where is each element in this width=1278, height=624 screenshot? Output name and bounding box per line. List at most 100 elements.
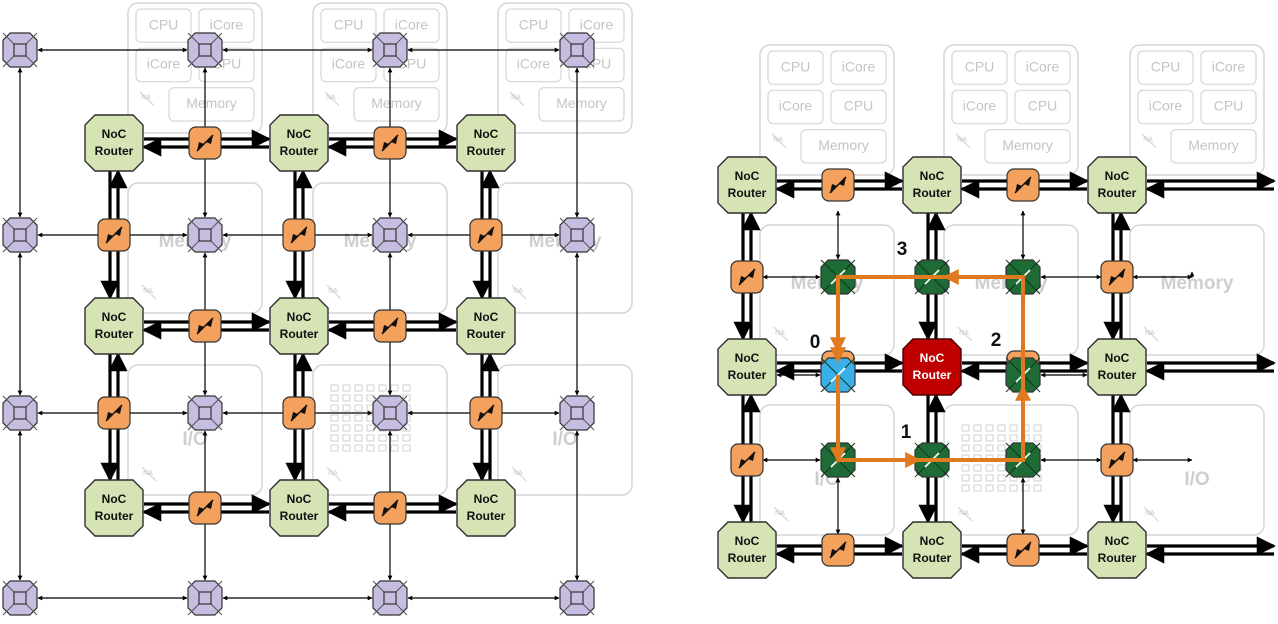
na-label: NA <box>143 288 153 295</box>
switch-line <box>105 226 123 244</box>
router-label-noc: NoC <box>474 127 499 141</box>
bus-switch-left <box>97 396 131 430</box>
logic-cell <box>997 444 1006 452</box>
bus-switch-right <box>1100 443 1134 477</box>
na-label: NA <box>328 470 338 477</box>
switch-core <box>13 43 27 57</box>
memory-label: Memory <box>1002 137 1053 153</box>
icore-label: iCore <box>332 56 366 72</box>
router-label-noc: NoC <box>474 492 499 506</box>
bus-switch-right <box>1006 533 1040 567</box>
logic-cell <box>366 394 375 402</box>
router-label-noc: NoC <box>474 310 499 324</box>
mesh-switch-left <box>2 580 38 616</box>
mesh-switch-left <box>2 32 38 68</box>
router-label-router: Router <box>95 509 134 523</box>
core-cell <box>1014 89 1071 125</box>
logic-cell <box>1009 424 1018 432</box>
logic-cell <box>961 434 970 442</box>
tile-port-link <box>1133 271 1195 278</box>
icore-label: iCore <box>1149 98 1183 114</box>
logic-cell <box>330 394 339 402</box>
router-label-noc: NoC <box>102 492 127 506</box>
logic-cell <box>378 444 387 452</box>
logic-cell <box>330 424 339 432</box>
route-step-1: 1 <box>901 422 912 443</box>
na-connector <box>141 284 157 300</box>
memory-cell <box>984 129 1071 164</box>
router-label-noc: NoC <box>920 169 945 183</box>
icore-label: iCore <box>963 98 997 114</box>
router-label-router: Router <box>280 327 319 341</box>
router-label-router: Router <box>1098 368 1137 382</box>
core-cell <box>951 50 1008 85</box>
mesh-switch-left <box>2 395 38 431</box>
router-label-router: Router <box>95 144 134 158</box>
io-label: I/O <box>552 429 577 450</box>
logic-cell <box>342 404 351 412</box>
router-label-noc: NoC <box>920 351 945 365</box>
bus-switch-left <box>188 309 222 343</box>
icore-label: iCore <box>1212 58 1246 74</box>
na-label: NA <box>1145 510 1155 517</box>
router-body <box>1087 521 1147 579</box>
router-label-router: Router <box>280 144 319 158</box>
logic-cell <box>1009 434 1018 442</box>
na-connector <box>139 91 155 107</box>
logic-cell <box>390 444 399 452</box>
router-body <box>902 521 962 579</box>
na-connector <box>773 326 789 342</box>
core-cell <box>1137 50 1194 85</box>
switch-line <box>290 226 308 244</box>
logic-cell <box>342 424 351 432</box>
na-label: NA <box>957 137 967 144</box>
na-connector <box>1143 506 1159 522</box>
switch-line <box>1108 451 1126 469</box>
cpu-label: CPU <box>519 16 549 32</box>
bus-switch-left <box>469 218 503 252</box>
router-label-router: Router <box>1098 186 1137 200</box>
logic-cell <box>342 434 351 442</box>
logic-cell <box>997 464 1006 472</box>
logic-cell <box>354 434 363 442</box>
logic-cell <box>961 444 970 452</box>
bus-switch-left <box>282 396 316 430</box>
switch-core <box>198 406 212 420</box>
cpu-label: CPU <box>965 58 995 74</box>
na-connector <box>326 466 342 482</box>
logic-cell <box>997 434 1006 442</box>
switch-core <box>198 43 212 57</box>
bus-switch-right <box>730 260 764 294</box>
switch-core <box>383 43 397 57</box>
noc-router-left: NoC Router <box>84 479 144 537</box>
switch-line <box>738 451 756 469</box>
router-label-router: Router <box>467 144 506 158</box>
core-cell <box>505 8 562 43</box>
logic-cell <box>366 444 375 452</box>
bus-switch-left <box>469 396 503 430</box>
switch-line <box>1108 268 1126 286</box>
switch-line <box>1014 176 1032 194</box>
logic-cell <box>961 424 970 432</box>
memory-cell <box>353 87 440 122</box>
router-body <box>902 156 962 214</box>
icore-label: iCore <box>779 98 813 114</box>
switch-core <box>13 406 27 420</box>
noc-router-left: NoC Router <box>456 297 516 355</box>
tile-frame <box>497 364 633 496</box>
core-cell <box>135 8 192 43</box>
na-connector <box>1143 326 1159 342</box>
router-label-router: Router <box>467 327 506 341</box>
cpu-label: CPU <box>1028 98 1058 114</box>
mesh-switch-left <box>559 217 595 253</box>
router-body <box>456 114 516 172</box>
na-connector <box>511 466 527 482</box>
switch-line <box>196 499 214 517</box>
switch-line <box>477 404 495 422</box>
cpu-label: CPU <box>149 16 179 32</box>
